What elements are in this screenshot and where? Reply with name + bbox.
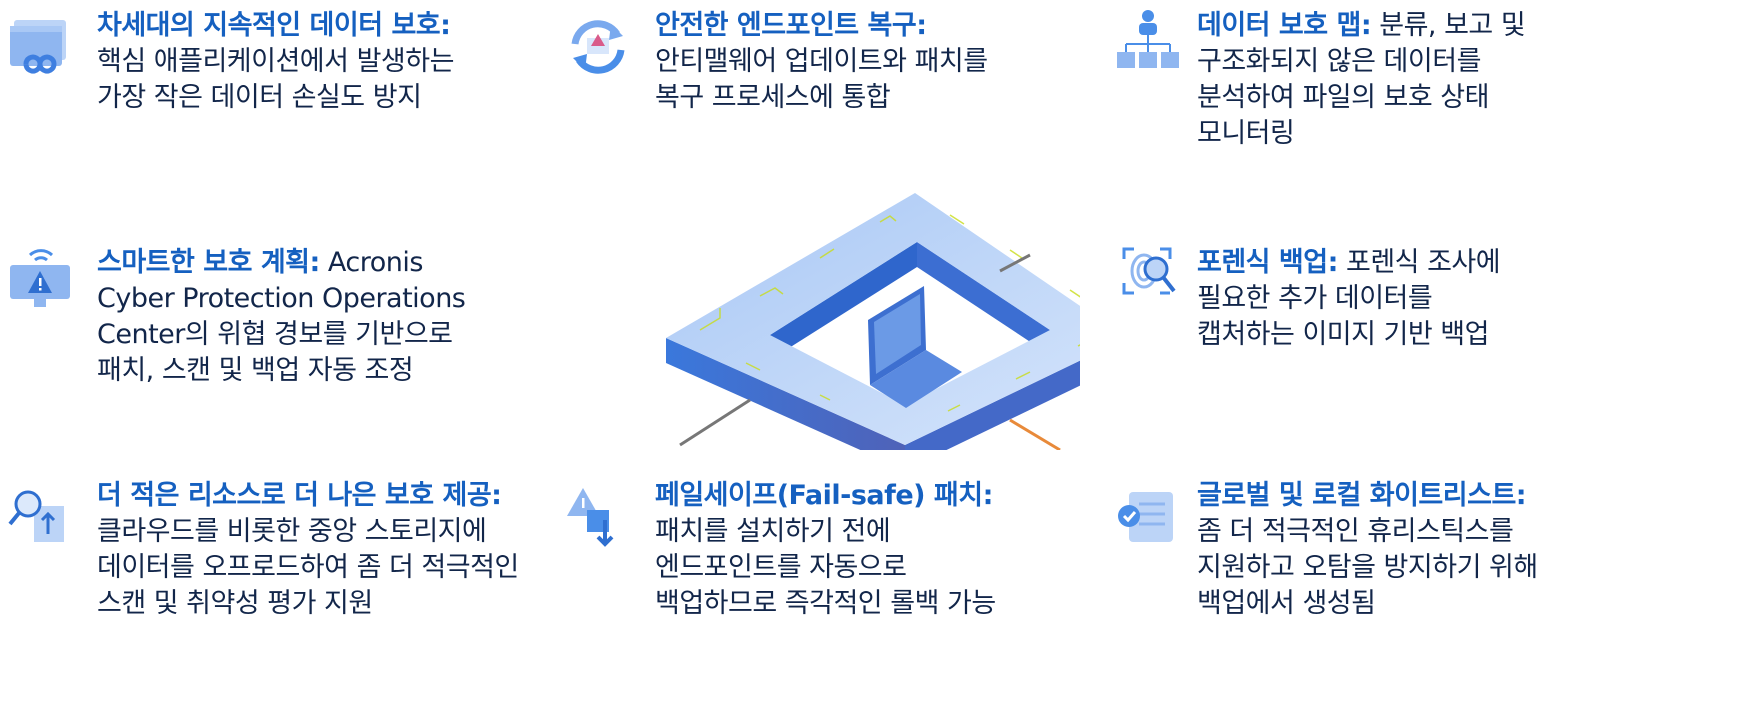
feature-line: Cyber Protection Operations [97,283,466,314]
laptop-icon [868,286,962,408]
feature-line: 백업하므로 즉각적인 롤백 가능 [655,588,996,619]
feature-line: 클라우드를 비롯한 중앙 스토리지에 [97,516,487,547]
feature-title-rest: 분류, 보고 및 [1371,10,1526,41]
feature-line: 안티맬웨어 업데이트와 패치를 [655,46,988,77]
feature-title-rest: Acronis [319,247,424,278]
feature-title: 데이터 보호 맵: [1197,10,1372,41]
app-window-infinity-icon [10,20,66,74]
threat-arrows [679,253,1061,450]
feature-title: 안전한 엔드포인트 복구: [655,10,927,41]
feature-title: 글로벌 및 로컬 화이트리스트: [1197,480,1527,511]
hierarchy-icon [1117,10,1179,68]
search-upload-icon [8,490,64,542]
feature-line: 지원하고 오탐을 방지하기 위해 [1197,552,1538,583]
feature-line: 엔드포인트를 자동으로 [655,552,907,583]
feature-line: 복구 프로세스에 통합 [655,82,891,113]
patch-alert-download-icon [567,488,614,547]
feature-line: 필요한 추가 데이터를 [1197,283,1433,314]
feature-title: 스마트한 보호 계획: [97,247,320,278]
feature-title: 페일세이프(Fail-safe) 패치: [655,480,993,511]
feature-line: Center의 위협 경보를 기반으로 [97,319,453,350]
feature-line: 캡처하는 이미지 기반 백업 [1197,319,1490,350]
feature-line: 패치, 스캔 및 백업 자동 조정 [97,355,414,386]
feature-line: 핵심 애플리케이션에서 발생하는 [97,46,454,77]
feature-line: 백업에서 생성됨 [1197,588,1376,619]
feature-title: 포렌식 백업: [1197,247,1338,278]
feature-line: 분석하여 파일의 보호 상태 [1197,82,1490,113]
scroll-checklist-icon [1118,492,1173,542]
recovery-cycle-icon [571,20,625,74]
ring-top-surface [666,193,1080,445]
feature-line: 스캔 및 취약성 평가 지원 [97,588,373,619]
feature-line: 데이터를 오프로드하여 좀 더 적극적인 [97,552,519,583]
protection-ring-illustration [666,193,1080,450]
feature-title: 더 적은 리소스로 더 나은 보호 제공: [97,480,502,511]
feature-line: 모니터링 [1197,118,1295,149]
feature-title-rest: 포렌식 조사에 [1337,247,1501,278]
monitor-alert-icon [10,249,70,307]
feature-line: 좀 더 적극적인 휴리스틱스를 [1197,516,1514,547]
ring-walls [666,242,1080,450]
feature-line: 패치를 설치하기 전에 [655,516,891,547]
feature-line: 가장 작은 데이터 손실도 방지 [97,82,422,113]
feature-title: 차세대의 지속적인 데이터 보호: [97,10,451,41]
feature-line: 구조화되지 않은 데이터를 [1197,46,1481,77]
fingerprint-search-icon [1122,247,1176,295]
